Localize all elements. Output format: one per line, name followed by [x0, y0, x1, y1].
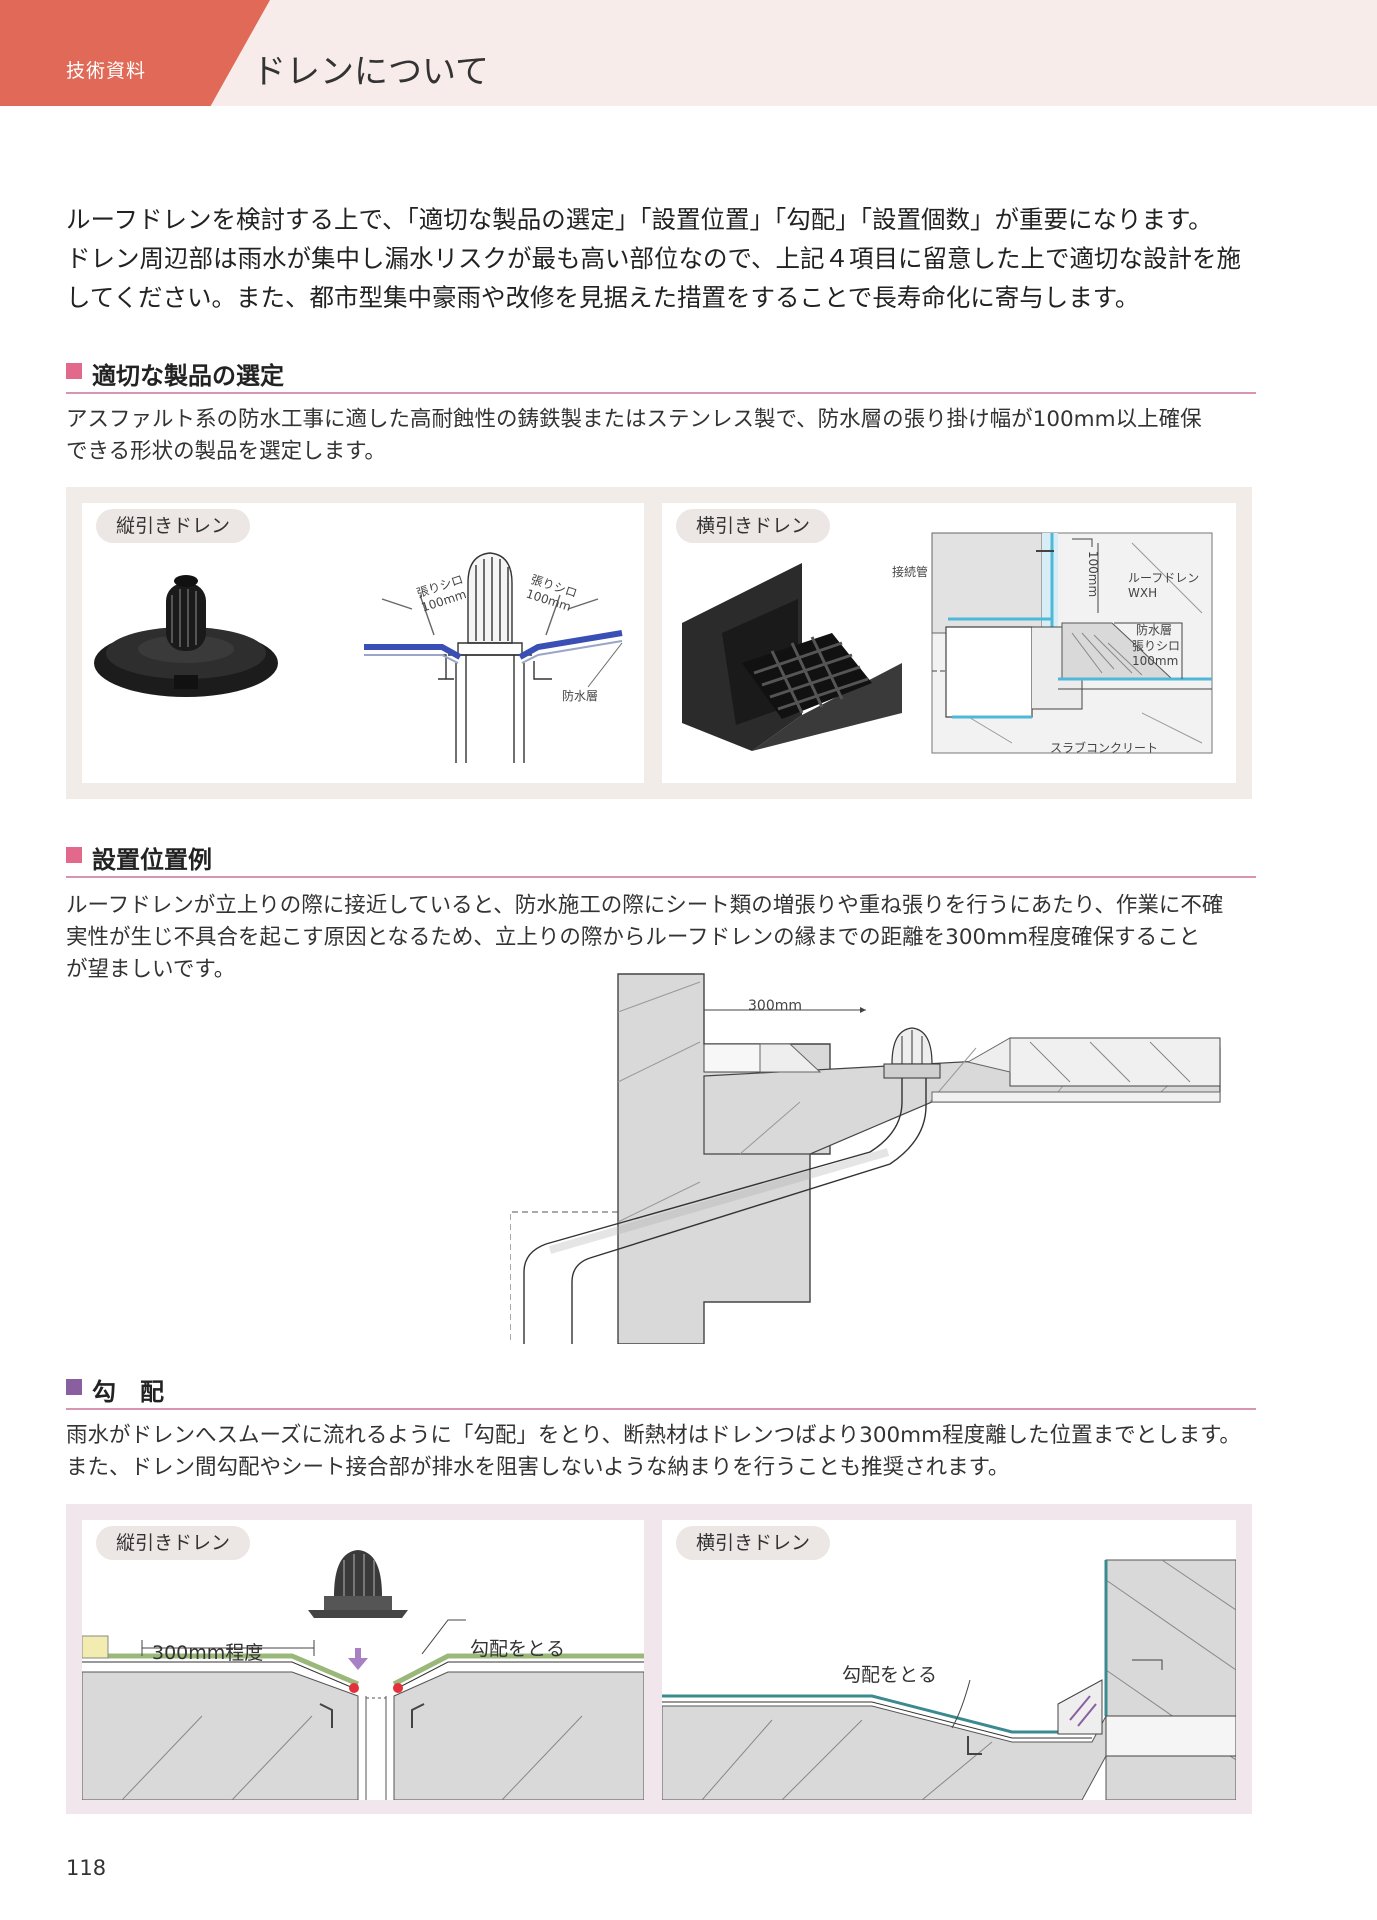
slope-horizontal-panel: 横引きドレン 勾配をとる	[662, 1520, 1236, 1800]
vertical-drain-tag: 縦引きドレン	[96, 509, 251, 543]
vertical-drain-illustration	[94, 552, 623, 763]
slope-horizontal-illustration	[662, 1559, 1236, 1800]
text-line: アスファルト系の防水工事に適した高耐蝕性の鋳鉄製またはステンレス製で、防水層の張…	[66, 407, 1202, 432]
section-title: 適切な製品の選定	[92, 362, 284, 390]
slope-text: 雨水がドレンへスムーズに流れるように「勾配」をとり、断熱材はドレンつばより300…	[66, 1420, 1276, 1484]
horizontal-drain-illustration	[682, 532, 1213, 754]
slope-horizontal-slope-label: 勾配をとる	[842, 1664, 938, 1686]
horizontal-drain-panel: 横引きドレン	[662, 503, 1236, 783]
vertical-layer-label: 防水層	[562, 689, 599, 703]
section-title: 勾 配	[92, 1378, 164, 1406]
category-tag: 技術資料	[0, 0, 270, 106]
text-line: が望ましいです。	[66, 957, 236, 982]
selection-text: アスファルト系の防水工事に適した高耐蝕性の鋳鉄製またはステンレス製で、防水層の張…	[66, 404, 1276, 468]
horizontal-pipe-label: 接続管	[892, 565, 929, 579]
slope-figure-box: 縦引きドレン 300mm程度 勾配をとる 横引きドレン	[66, 1504, 1252, 1814]
intro-line: ルーフドレンを検討する上で、「適切な製品の選定」「設置位置」「勾配」「設置個数」…	[66, 205, 1213, 234]
text-line: 雨水がドレンへスムーズに流れるように「勾配」をとり、断熱材はドレンつばより300…	[66, 1423, 1241, 1448]
position-text: ルーフドレンが立上りの際に接近していると、防水施工の際にシート類の増張りや重ね張…	[66, 890, 1276, 986]
text-line: ルーフドレンが立上りの際に接近していると、防水施工の際にシート類の増張りや重ね張…	[66, 893, 1224, 918]
slope-vertical-tag: 縦引きドレン	[96, 1526, 251, 1560]
slope-vertical-slope-label: 勾配をとる	[470, 1638, 566, 1660]
section-title: 設置位置例	[92, 846, 212, 874]
position-dim-label: 300mm	[748, 998, 802, 1014]
text-line: 実性が生じ不具合を起こす原因となるため、立上りの際からルーフドレンの縁までの距離…	[66, 925, 1201, 950]
section-heading-position: 設置位置例	[66, 838, 1256, 878]
horizontal-dim-label: 100mm	[1086, 550, 1101, 598]
horizontal-drain-label: ルーフドレン WXH	[1128, 571, 1200, 600]
horizontal-layer-label: 防水層	[1136, 623, 1173, 637]
horizontal-drain-tag: 横引きドレン	[676, 509, 831, 543]
section-marker	[66, 847, 82, 863]
vertical-drain-panel: 縦引きドレン	[82, 503, 644, 783]
intro-line: ドレン周辺部は雨水が集中し漏水リスクが最も高い部位なので、上記４項目に留意した上…	[66, 244, 1242, 273]
section-heading-selection: 適切な製品の選定	[66, 354, 1256, 394]
section-marker	[66, 1379, 82, 1395]
text-line: できる形状の製品を選定します。	[66, 439, 386, 464]
position-diagram	[510, 973, 1221, 1344]
category-label: 技術資料	[66, 60, 147, 82]
horizontal-slab-label: スラブコンクリート	[1050, 741, 1159, 755]
selection-figure-box: 縦引きドレン	[66, 487, 1252, 799]
page-title: ドレンについて	[252, 52, 489, 92]
section-marker	[66, 363, 82, 379]
section-heading-slope: 勾 配	[66, 1370, 1256, 1410]
slope-vertical-dim-label: 300mm程度	[152, 1642, 264, 1664]
slope-vertical-illustration	[82, 1550, 644, 1800]
slope-horizontal-tag: 横引きドレン	[676, 1526, 831, 1560]
text-line: また、ドレン間勾配やシート接合部が排水を阻害しないような納まりを行うことも推奨さ…	[66, 1455, 1010, 1480]
page-number: 118	[66, 1856, 107, 1880]
page-header: 技術資料 ドレンについて	[0, 0, 1377, 106]
intro-line: してください。また、都市型集中豪雨や改修を見据えた措置をすることで長寿命化に寄与…	[66, 283, 1140, 312]
intro-paragraph: ルーフドレンを検討する上で、「適切な製品の選定」「設置位置」「勾配」「設置個数」…	[66, 200, 1296, 317]
horizontal-margin-label: 張りシロ 100mm	[1132, 639, 1181, 668]
slope-vertical-panel: 縦引きドレン 300mm程度 勾配をとる	[82, 1520, 644, 1800]
